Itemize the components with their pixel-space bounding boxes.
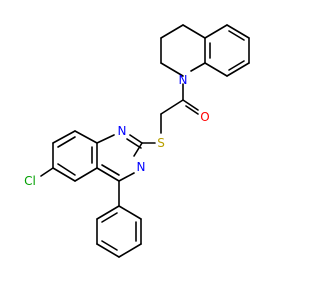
bond bbox=[129, 134, 143, 144]
bond bbox=[133, 142, 143, 157]
bond bbox=[228, 30, 245, 41]
oxygen-atom-label: O bbox=[200, 110, 209, 124]
bond bbox=[118, 243, 142, 258]
bond bbox=[96, 243, 120, 258]
bond bbox=[185, 105, 199, 115]
chlorine-atom-label: Cl bbox=[24, 174, 36, 188]
bond bbox=[57, 136, 76, 148]
bond bbox=[226, 62, 250, 77]
bond bbox=[96, 134, 115, 144]
bond bbox=[182, 24, 206, 39]
bond bbox=[96, 167, 120, 182]
bond bbox=[190, 62, 206, 72]
bond bbox=[126, 138, 142, 149]
bond bbox=[101, 240, 118, 251]
bond bbox=[52, 130, 76, 144]
bond bbox=[101, 164, 120, 176]
molecule-structure: N O S N N Cl bbox=[24, 24, 250, 258]
bond bbox=[101, 212, 118, 223]
nitrogen-atom-label: N bbox=[118, 124, 127, 138]
bond bbox=[40, 167, 54, 177]
nitrogen-atom-label: N bbox=[137, 160, 146, 174]
bond bbox=[74, 130, 98, 144]
bond bbox=[228, 60, 245, 71]
bond bbox=[226, 24, 250, 39]
bond bbox=[57, 163, 76, 176]
nitrogen-atom-label: N bbox=[179, 73, 188, 87]
bond bbox=[160, 24, 184, 39]
bond bbox=[74, 167, 98, 182]
molecule-diagram: N O S N N Cl bbox=[24, 24, 250, 258]
bond bbox=[118, 172, 135, 182]
bond bbox=[204, 24, 228, 39]
bond bbox=[52, 167, 76, 182]
bond bbox=[160, 62, 184, 77]
bond bbox=[118, 205, 142, 220]
bond bbox=[182, 99, 199, 111]
bonds bbox=[40, 24, 250, 258]
bond bbox=[204, 62, 228, 77]
sulfur-atom-label: S bbox=[157, 136, 165, 150]
bond bbox=[160, 99, 184, 115]
atom-labels: N O S N N Cl bbox=[24, 73, 210, 188]
bond bbox=[96, 205, 120, 220]
